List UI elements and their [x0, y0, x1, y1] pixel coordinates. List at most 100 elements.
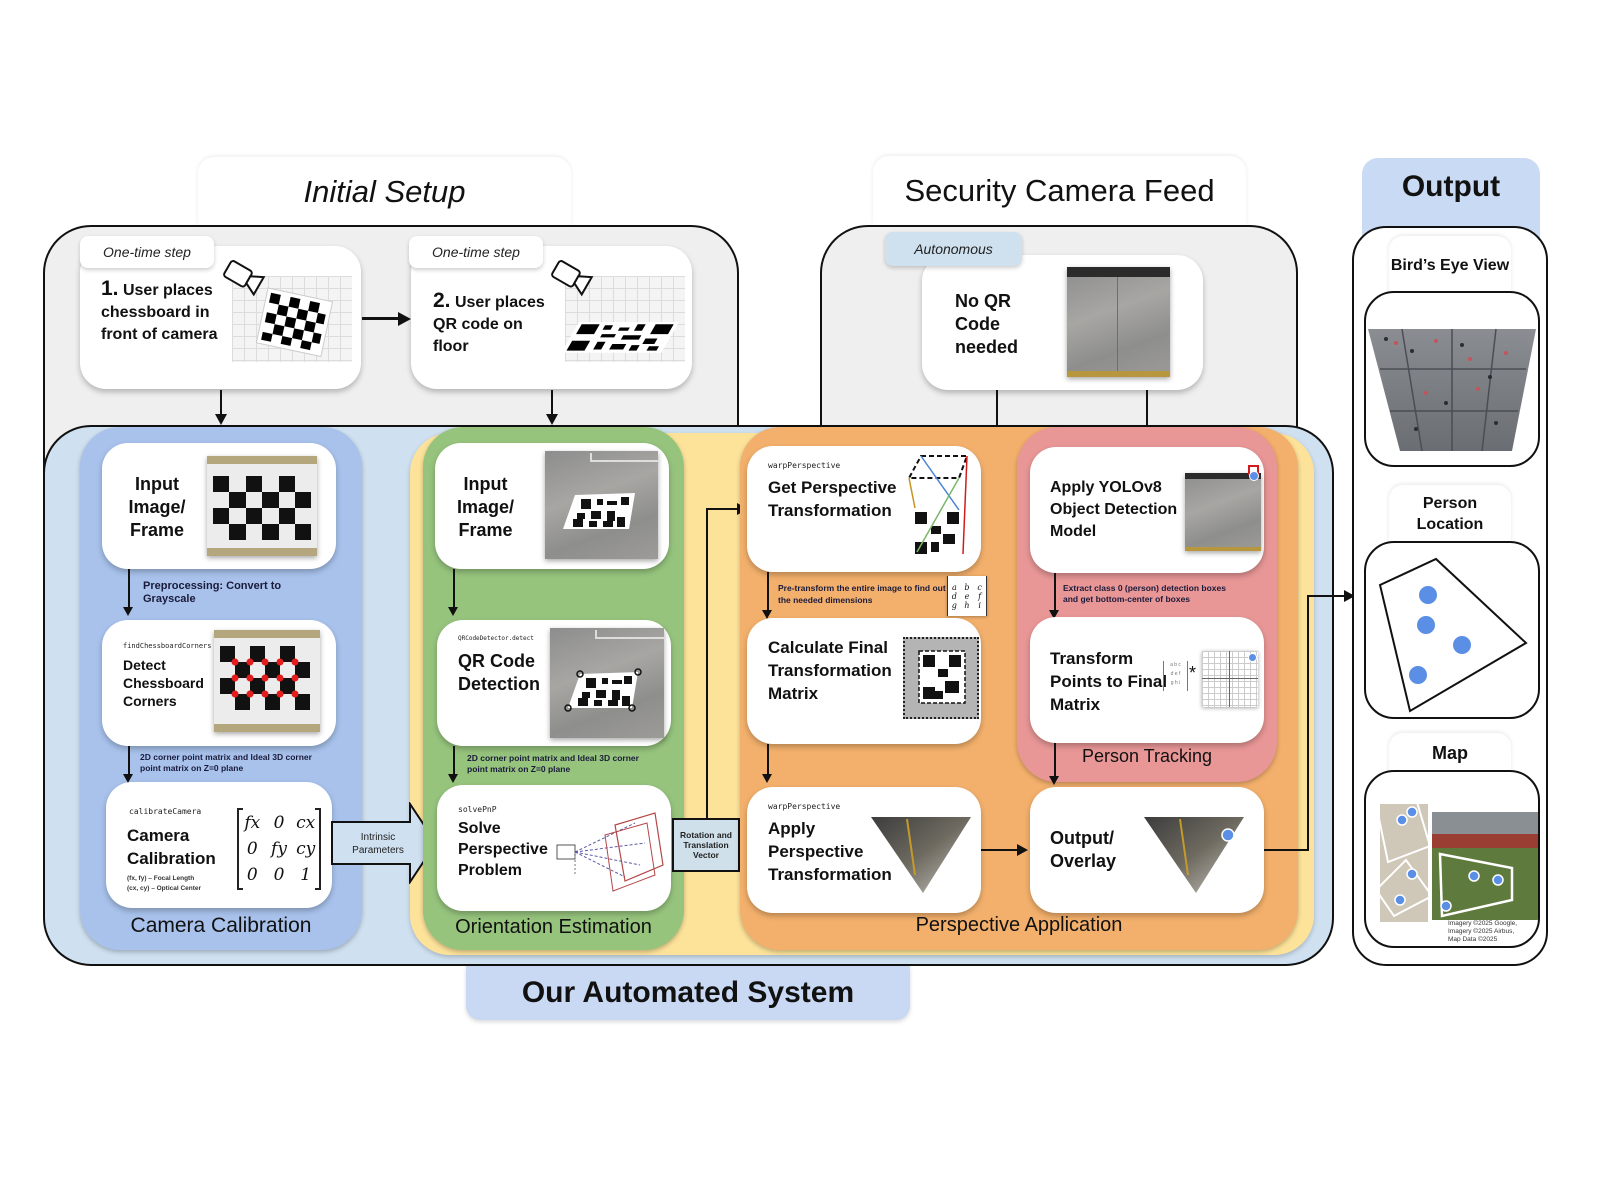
chessboard-corners-photo [214, 630, 320, 732]
arrowhead [1017, 844, 1028, 856]
step1-text: 1. User places chessboard in front of ca… [101, 278, 226, 346]
no-qr-text: No QR Code needed [955, 291, 1019, 357]
step2-number: 2. [433, 289, 451, 312]
connector-line [453, 746, 455, 776]
orient-input-text: Input Image/ Frame [456, 474, 515, 540]
no-qr-card: No QR Code needed [922, 255, 1203, 390]
automated-system-tab: Our Automated System [466, 966, 910, 1020]
person-location-box [1364, 541, 1540, 719]
yolo-text: Apply YOLOv8 Object Detection Model [1050, 479, 1178, 540]
qr-code-icon [918, 650, 966, 704]
qr-corners-icon [564, 630, 664, 712]
arrowhead [398, 312, 411, 326]
perspective-application-label: Perspective Application [915, 914, 1123, 936]
arrowhead [448, 607, 458, 616]
matrix-grid: fx 0 cx 0 fy cy 0 0 1 [239, 810, 319, 888]
connector-line [706, 508, 740, 510]
step1-number: 1. [101, 277, 119, 300]
detect-fn-label: findChessboardCorners [123, 642, 212, 650]
birds-eye-label: Bird’s Eye View [1390, 256, 1510, 274]
arrowhead [215, 414, 227, 425]
optical-center-legend: (cx, cy) – Optical Center [127, 885, 202, 892]
arrowhead [1049, 776, 1059, 785]
apply-fn-label: warpPerspective [768, 802, 841, 811]
pnp-diagram-icon [556, 812, 664, 892]
yolo-card: Apply YOLOv8 Object Detection Model [1030, 447, 1264, 573]
step2-card: 2. User places QR code on floor [411, 246, 692, 389]
autonomous-badge: Autonomous [885, 232, 1022, 266]
matrix-cell: f [978, 591, 982, 601]
connector-line [1307, 595, 1309, 851]
connector-line [981, 849, 1019, 851]
get-perspective-text: Get Perspective Transformation [768, 478, 897, 520]
step2-badge: One-time step [409, 236, 543, 268]
arrowhead [546, 414, 558, 425]
arrowhead [123, 774, 133, 783]
matrix-cell: e [964, 591, 970, 601]
pre-transform-note: Pre-transform the entire image to find o… [778, 583, 946, 605]
person-point-icon [1248, 653, 1257, 662]
connector-line [128, 569, 130, 611]
security-camera-image [1067, 267, 1170, 377]
calib-fn-label: calibrateCamera [129, 807, 202, 816]
connector-line [1054, 743, 1056, 778]
person-point [1451, 634, 1473, 656]
person-point [1407, 664, 1429, 686]
arrowhead [1344, 590, 1355, 602]
matrix-cell: a [951, 582, 957, 592]
birds-eye-tab: Bird’s Eye View [1389, 236, 1511, 294]
qr-crop-image [903, 637, 979, 719]
step2-text: 2. User places QR code on floor [433, 290, 558, 358]
connector-line [551, 390, 553, 420]
connector-line [767, 744, 769, 776]
step1-label: User places chessboard in front of camer… [101, 282, 218, 343]
calib-input-text: Input Image/ Frame [128, 474, 186, 540]
person-point [1415, 614, 1437, 636]
matrix-cell: fx [244, 813, 261, 833]
initial-setup-tab: Initial Setup [198, 157, 571, 227]
matrix-cell: d [951, 591, 957, 601]
matrix-cell: cy [296, 839, 316, 859]
map-credit: Imagery ©2025 Google, Imagery ©2025 Airb… [1448, 920, 1517, 944]
detect-corners-text: Detect Chessboard Corners [123, 657, 204, 709]
output-overlay-card: Output/ Overlay [1030, 787, 1264, 913]
matrix-cell: cx [296, 813, 316, 833]
arrowhead [762, 774, 772, 783]
chessboard-corners-icon [214, 638, 320, 724]
get-fn-label: warpPerspective [768, 461, 841, 470]
matrix-cell: i [978, 600, 981, 610]
map-credit-line: Map Data ©2025 [1448, 936, 1498, 943]
matrix-cell: 0 [246, 865, 258, 885]
arrowhead [123, 607, 133, 616]
map-image [1374, 790, 1538, 924]
connector-line [1146, 390, 1148, 435]
security-feed-tab: Security Camera Feed [873, 156, 1246, 226]
chessboard-icon [207, 464, 317, 548]
orient-note-corners: 2D corner point matrix and Ideal 3D corn… [467, 753, 639, 774]
qr-detection-card: QRCodeDetector.detect QR Code Detection [437, 620, 671, 746]
output-tab: Output [1362, 158, 1540, 238]
camera-icon [551, 260, 594, 297]
connector-line [767, 572, 769, 614]
connector-line [453, 569, 455, 611]
qr-code-icon [563, 453, 658, 529]
person-point-icon [1249, 471, 1259, 481]
calib-input-card: Input Image/ Frame [102, 443, 336, 569]
rotation-translation-label: Rotation and Translation Vector [680, 830, 732, 860]
security-feed-title: Security Camera Feed [904, 173, 1215, 208]
connector-line [1054, 573, 1056, 613]
camera-calibration-text: Camera Calibration [127, 826, 216, 868]
arrowhead [762, 610, 772, 619]
matrix-cell: fy [271, 839, 287, 859]
camera-icon [223, 260, 266, 297]
orient-input-card: Input Image/ Frame [435, 443, 669, 569]
qr-detected-photo [550, 628, 664, 738]
detection-image [1185, 473, 1261, 551]
person-location-label: Person Location [1416, 495, 1484, 533]
step2-label: User places QR code on floor [433, 294, 545, 355]
intrinsic-matrix: fx 0 cx 0 fy cy 0 0 1 [237, 808, 321, 890]
matrix-cell: 0 [246, 839, 258, 859]
map-label: Map [1432, 742, 1468, 763]
apply-perspective-card: warpPerspective Apply Perspective Transf… [747, 787, 981, 913]
solve-pnp-text: Solve Perspective Problem [458, 820, 548, 879]
